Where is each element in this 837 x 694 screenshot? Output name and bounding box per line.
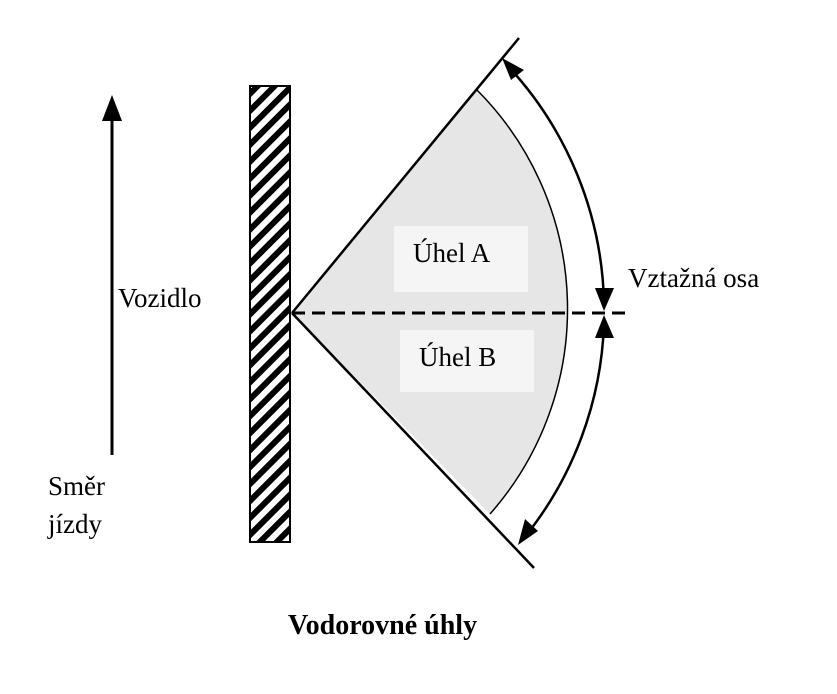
diagram-title: Vodorovné úhly (288, 610, 477, 641)
angle-b-arc (523, 322, 606, 539)
double-arrowhead-icon (595, 288, 614, 311)
angle-sector (292, 90, 568, 514)
angle-a-label-box (394, 226, 528, 292)
lower-boundary-line (291, 312, 535, 569)
double-arrowhead-icon (518, 519, 538, 545)
direction-label-line2: jízdy (47, 509, 102, 539)
double-arrowhead-icon (502, 58, 524, 80)
angle-b-label-box (400, 330, 534, 392)
angle-a-label: Úhel A (413, 238, 491, 268)
angle-b-label: Úhel B (419, 342, 496, 372)
upper-boundary-line (291, 37, 520, 314)
angle-a-arc (505, 63, 606, 304)
vehicle-label: Vozidlo (118, 283, 202, 313)
hatched-wall (249, 85, 291, 543)
double-arrowhead-icon (595, 315, 614, 338)
arrow-up-icon (102, 95, 122, 121)
sector-arc (476, 89, 569, 515)
direction-label-line1: Směr (48, 471, 105, 501)
direction-of-travel-arrow (102, 95, 122, 455)
reference-axis-label: Vztažná osa (628, 263, 759, 293)
